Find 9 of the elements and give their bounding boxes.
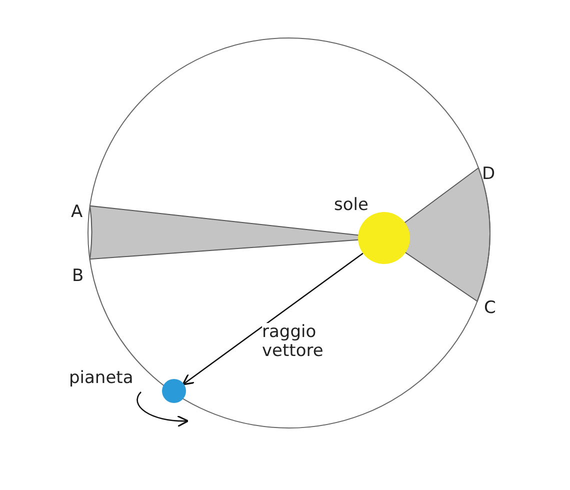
sun-circle bbox=[358, 212, 410, 264]
point-label: D bbox=[482, 165, 496, 184]
body-label: sole bbox=[334, 196, 368, 215]
arrow bbox=[182, 252, 364, 386]
body-label: pianeta bbox=[69, 369, 134, 388]
point-label: A bbox=[71, 203, 83, 222]
planet-circle bbox=[162, 379, 186, 403]
point-label: B bbox=[72, 267, 84, 286]
point-label: C bbox=[484, 299, 496, 318]
